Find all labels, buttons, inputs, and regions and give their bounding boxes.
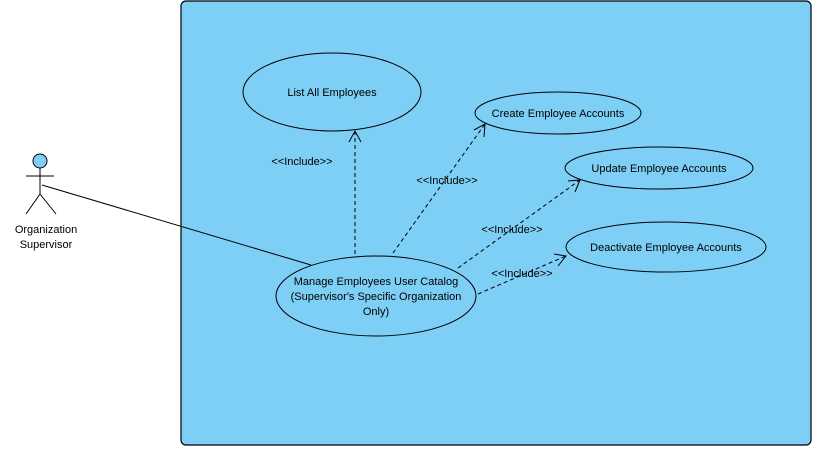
use-case-ellipse xyxy=(565,221,767,273)
use-case-ellipse xyxy=(564,146,754,190)
include-label: <<Include>> xyxy=(416,175,477,187)
include-arrowhead xyxy=(473,123,486,138)
use-case-deactivate-employee-accounts[interactable]: Deactivate Employee Accounts xyxy=(565,221,767,273)
actor-head xyxy=(32,153,48,169)
include-label: <<Include>> xyxy=(271,156,332,168)
include-create: <<Include>> xyxy=(392,123,486,254)
use-case-list-all-employees[interactable]: List All Employees xyxy=(242,52,422,132)
use-case-label-line-1: Manage Employees User Catalog xyxy=(294,276,458,288)
use-case-ellipse xyxy=(242,52,422,132)
association-line xyxy=(41,184,312,266)
actor-left-leg xyxy=(25,193,41,215)
actor-name-line-2: Supervisor xyxy=(20,239,73,251)
include-label: <<Include>> xyxy=(481,224,542,236)
include-line xyxy=(392,123,486,254)
include-update: <<Include>> xyxy=(457,179,581,269)
use-case-ellipse xyxy=(275,255,477,337)
use-case-label: List All Employees xyxy=(287,87,377,99)
use-case-ellipse xyxy=(474,91,642,135)
include-deactivate: <<Include>> xyxy=(477,253,567,295)
include-line xyxy=(477,255,567,295)
use-case-label: Update Employee Accounts xyxy=(591,163,727,175)
use-case-manage-employees-user-catalog[interactable]: Manage Employees User Catalog (Superviso… xyxy=(275,255,477,337)
actor-organization-supervisor[interactable]: Organization Supervisor xyxy=(15,153,77,251)
include-list-all: <<Include>> xyxy=(271,129,362,254)
actor-right-leg xyxy=(39,193,57,215)
include-label: <<Include>> xyxy=(491,268,552,280)
actor-name-line-1: Organization xyxy=(15,224,77,236)
use-case-label: Deactivate Employee Accounts xyxy=(590,242,742,254)
use-case-label: Create Employee Accounts xyxy=(492,108,625,120)
use-case-create-employee-accounts[interactable]: Create Employee Accounts xyxy=(474,91,642,135)
include-arrowhead xyxy=(348,129,362,143)
include-arrowhead xyxy=(553,253,567,267)
use-case-label-line-3: Only) xyxy=(363,306,389,318)
use-case-update-employee-accounts[interactable]: Update Employee Accounts xyxy=(564,146,754,190)
use-case-label-line-2: (Supervisor's Specific Organization xyxy=(291,291,462,303)
include-arrowhead xyxy=(567,179,581,193)
